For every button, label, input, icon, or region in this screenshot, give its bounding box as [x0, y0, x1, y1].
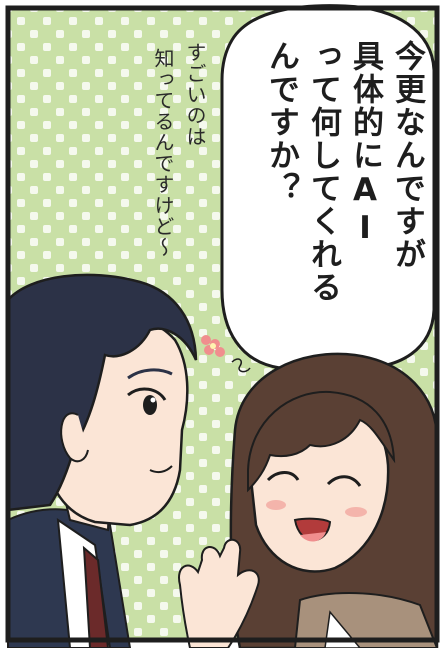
swirl-mark	[231, 358, 251, 373]
aside-line-2: 知ってるんですけど〜	[151, 48, 175, 258]
woman-character	[178, 352, 439, 648]
speech-line-4: んですか？	[263, 40, 299, 205]
speech-line-3: って何してくれる	[305, 40, 341, 304]
panel-border	[5, 5, 440, 643]
speech-line-1: 今更なんですが	[389, 40, 425, 271]
man-character	[6, 273, 198, 648]
aside-line-1: すごいのは	[183, 42, 207, 147]
speech-line-2: 具体的にAI	[347, 40, 383, 248]
flower-icon	[201, 335, 225, 357]
